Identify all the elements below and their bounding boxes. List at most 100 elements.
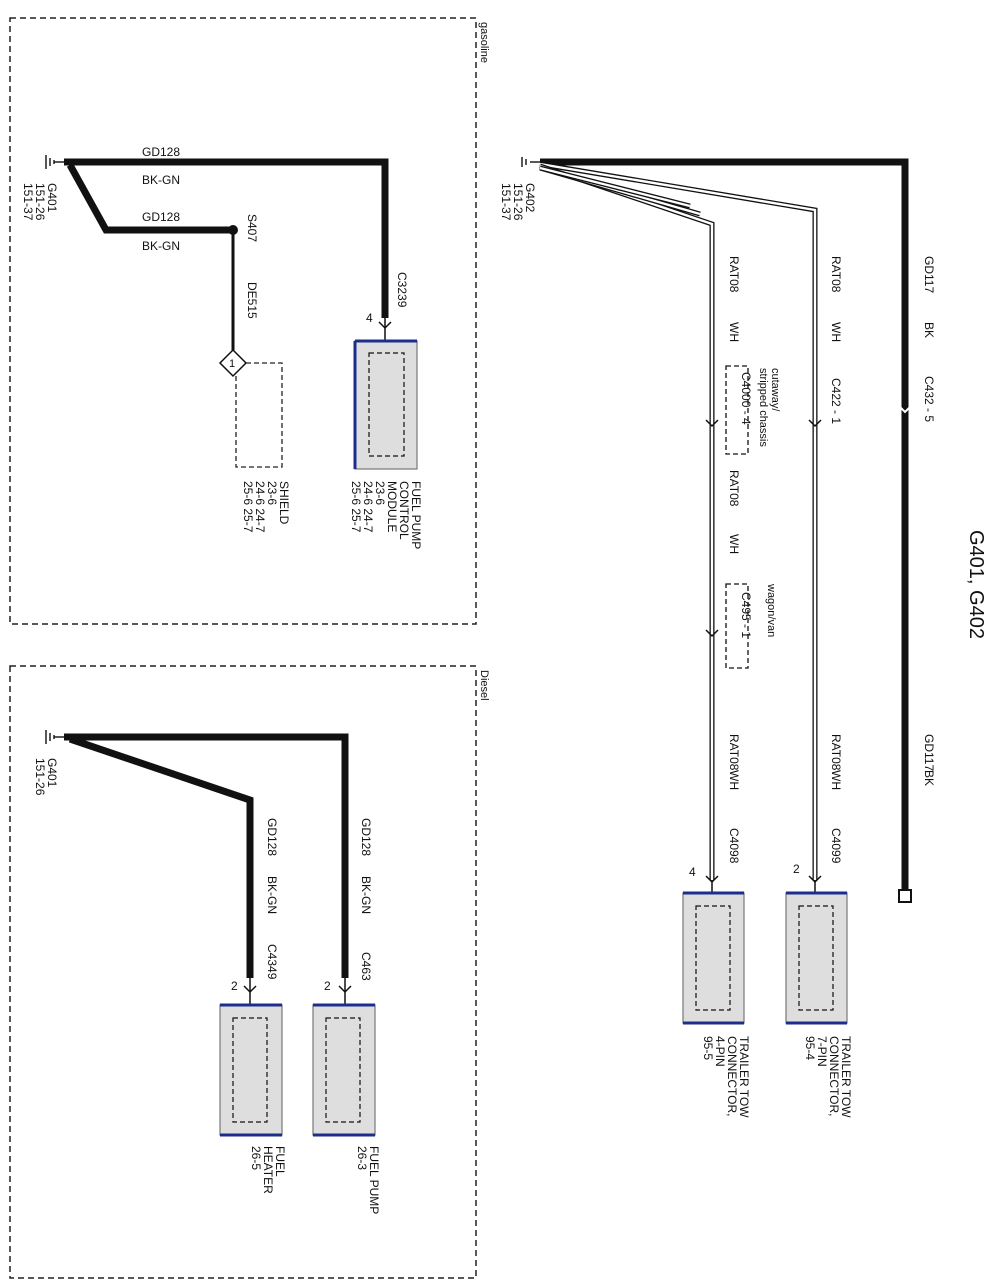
rat-c-circuit: RAT08 (727, 256, 741, 293)
diesel-section-box (9, 665, 477, 1279)
svg-text:MODULE: MODULE (385, 481, 399, 532)
diesel-wire-to-pump (64, 733, 349, 978)
rat-e-circuit: RAT08 (727, 734, 741, 771)
pump-wire-color: BK-GN (359, 876, 373, 914)
c4099-label: C4099 (829, 828, 843, 864)
svg-text:TRAILER TOW: TRAILER TOW (839, 1036, 853, 1118)
svg-text:23-6: 23-6 (373, 481, 387, 505)
svg-text:95-5: 95-5 (701, 1036, 715, 1060)
fuel-heater-label: FUEL HEATER 26-5 (249, 1146, 287, 1194)
diesel-section-label: Diesel (478, 670, 490, 701)
rat-a-circuit: RAT08 (829, 256, 843, 293)
wire-rat08-4pin (539, 163, 715, 880)
ground-g402-label: G402 151-26 151-37 (499, 183, 537, 221)
wire1-circuit-label: GD128 (142, 145, 180, 159)
svg-text:FUEL PUMP: FUEL PUMP (367, 1146, 381, 1214)
c4000-connector-icon (705, 419, 719, 428)
svg-text:151-37: 151-37 (21, 183, 35, 221)
svg-text:CONNECTOR,: CONNECTOR, (725, 1036, 739, 1116)
c4349-pin: 2 (231, 979, 238, 993)
splice-s407-label: S407 (245, 214, 259, 242)
c3239-connector-icon (378, 321, 392, 330)
ground-g401-label: G401 151-26 151-37 (21, 183, 59, 221)
gasoline-section-label: gasoline (478, 22, 490, 63)
svg-text:26-3: 26-3 (355, 1146, 369, 1170)
rat-d-circuit: RAT08 (727, 470, 741, 507)
trailer-tow-7pin-label: TRAILER TOW CONNECTOR, 7-PIN 95-4 (803, 1036, 853, 1118)
svg-text:TRAILER TOW: TRAILER TOW (737, 1036, 751, 1118)
gd117-terminal (898, 889, 912, 903)
wire2-color-label: BK-GN (142, 239, 180, 253)
c463-pin: 2 (324, 979, 331, 993)
diesel-wire-to-heater (68, 735, 254, 978)
c495-label: C495 - 1 (739, 592, 753, 638)
shield-diamond-icon (218, 348, 248, 378)
c432-connector-icon (898, 405, 912, 414)
ground-g401-diesel-icon (45, 730, 64, 744)
c4000-box (725, 365, 749, 455)
fuel-pump-label: FUEL PUMP 26-3 (355, 1146, 381, 1214)
gd117-a-circuit: GD117 (922, 256, 936, 293)
wire2-circuit-label: GD128 (142, 210, 180, 224)
fuel-heater (219, 1004, 283, 1136)
gd117-b-circuit: GD117 (922, 734, 936, 771)
c495-connector-icon (705, 629, 719, 638)
c3239-label: C3239 (395, 272, 409, 308)
gd117-a-color: BK (922, 322, 936, 338)
rat-b-color: WH (829, 770, 843, 790)
svg-text:95-4: 95-4 (803, 1036, 817, 1060)
shield-outline (235, 362, 283, 468)
svg-text:25-6 25-7: 25-6 25-7 (241, 481, 255, 533)
trailer-tow-4pin-label: TRAILER TOW CONNECTOR, 4-PIN 95-5 (701, 1036, 751, 1118)
c4000-note-1: cutaway/ (769, 368, 781, 412)
ground-g402-icon (521, 157, 540, 167)
rat-d-color: WH (727, 534, 741, 554)
rat-a-color: WH (829, 322, 843, 342)
wire1-color-label: BK-GN (142, 173, 180, 187)
c495-box (725, 583, 749, 669)
gasoline-section-box (9, 17, 477, 625)
svg-text:4-PIN: 4-PIN (713, 1036, 727, 1067)
svg-text:151-26: 151-26 (33, 758, 47, 796)
svg-text:151-37: 151-37 (499, 183, 513, 221)
c4000-label: C4000 - 4 (739, 372, 753, 425)
wire-gd117 (540, 158, 909, 892)
c4099-pin: 2 (793, 862, 800, 876)
fuel-pump-control-module (354, 340, 418, 470)
drain-wire-label: DE515 (245, 282, 259, 319)
svg-text:FUEL PUMP: FUEL PUMP (409, 481, 423, 549)
gd117-b-color: BK (922, 770, 936, 786)
svg-text:FUEL: FUEL (273, 1146, 287, 1177)
svg-text:151-26: 151-26 (511, 183, 525, 221)
c4349-label: C4349 (265, 944, 279, 980)
svg-text:151-26: 151-26 (33, 183, 47, 221)
svg-text:SHIELD: SHIELD (277, 481, 291, 525)
diagram-title: G401, G402 (965, 530, 987, 639)
svg-text:G401: G401 (45, 183, 59, 213)
c4098-label: C4098 (727, 828, 741, 864)
shield-marker: 1 (229, 358, 235, 370)
heater-wire-circuit: GD128 (265, 818, 279, 856)
fuel-pump (312, 1004, 376, 1136)
c495-note: wagon/van (765, 583, 777, 637)
ground-g401-diesel-label: G401 151-26 (33, 758, 59, 796)
c4098-pin: 4 (689, 865, 696, 879)
ground-g401-icon (45, 155, 64, 169)
c422-connector-icon (808, 419, 822, 428)
svg-text:24-6 24-7: 24-6 24-7 (253, 481, 267, 533)
heater-wire-color: BK-GN (265, 876, 279, 914)
trailer-tow-4pin (682, 892, 745, 1024)
svg-text:HEATER: HEATER (261, 1146, 275, 1194)
pump-wire-circuit: GD128 (359, 818, 373, 856)
gasoline-wire-gd128-lower (66, 163, 232, 234)
svg-text:7-PIN: 7-PIN (815, 1036, 829, 1067)
c422-label: C422 - 1 (829, 378, 843, 424)
rat-b-circuit: RAT08 (829, 734, 843, 771)
svg-text:23-6: 23-6 (265, 481, 279, 505)
rat-e-color: WH (727, 770, 741, 790)
svg-text:24-6 24-7: 24-6 24-7 (361, 481, 375, 533)
c3239-pin: 4 (366, 311, 373, 325)
shield-label: SHIELD 23-6 24-6 24-7 25-6 25-7 (241, 481, 291, 533)
c432-label: C432 - 5 (922, 376, 936, 422)
